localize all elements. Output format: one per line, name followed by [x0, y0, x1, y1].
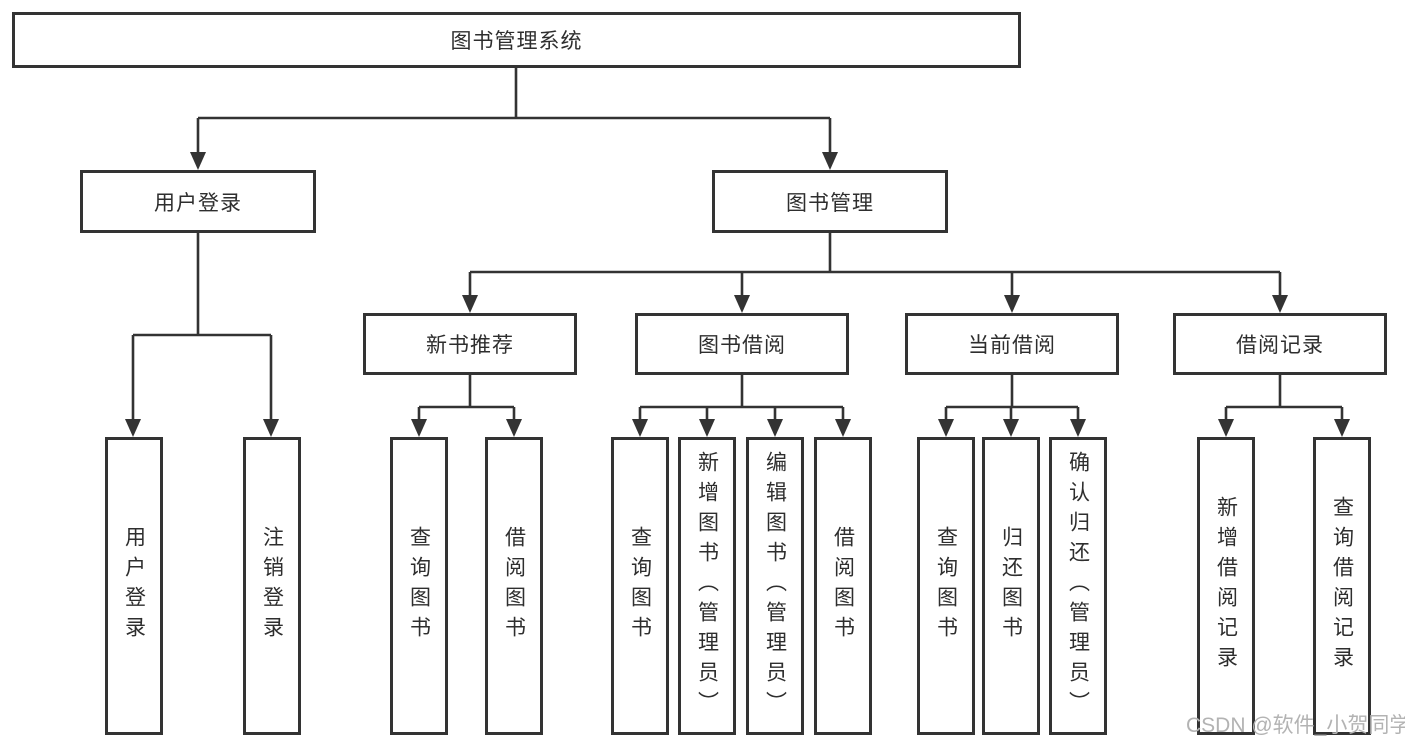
arrow-icon [699, 419, 715, 437]
node-user-login: 用户登录 [105, 437, 163, 735]
arrow-icon [938, 419, 954, 437]
arrow-icon [506, 419, 522, 437]
node-current-borrowing: 当前借阅 [905, 313, 1119, 375]
node-label: 归还图书 [999, 526, 1023, 646]
connector-lines [131, 68, 1344, 423]
arrow-icon [632, 419, 648, 437]
arrow-icon [190, 152, 206, 170]
node-label: 查询图书 [934, 526, 958, 646]
arrow-icon [1004, 295, 1020, 313]
arrow-icon [462, 295, 478, 313]
arrow-icon [1218, 419, 1234, 437]
node-borrowing-records: 借阅记录 [1173, 313, 1387, 375]
node-new-book-recommend: 新书推荐 [363, 313, 577, 375]
node-br-add-record: 新增借阅记录 [1197, 437, 1255, 735]
arrow-icon [1272, 295, 1288, 313]
node-label: 新书推荐 [426, 334, 514, 357]
node-rec-query-books: 查询图书 [390, 437, 448, 735]
node-label: 新增借阅记录 [1214, 496, 1238, 676]
node-library-management-system: 图书管理系统 [12, 12, 1021, 68]
arrow-icon [1003, 419, 1019, 437]
node-logout: 注销登录 [243, 437, 301, 735]
node-rec-borrow-books: 借阅图书 [485, 437, 543, 735]
node-label: 图书借阅 [698, 334, 786, 357]
arrow-icon [125, 419, 141, 437]
node-bb-edit-books-admin: 编辑图书（管理员） [746, 437, 804, 735]
node-label: 查询借阅记录 [1330, 496, 1354, 676]
node-cb-query-books: 查询图书 [917, 437, 975, 735]
arrow-icon [1070, 419, 1086, 437]
node-bb-borrow-books: 借阅图书 [814, 437, 872, 735]
node-label: 图书管理系统 [450, 30, 583, 53]
node-cb-return-books: 归还图书 [982, 437, 1040, 735]
node-label: 注销登录 [260, 526, 284, 646]
arrow-icon [822, 152, 838, 170]
node-book-management: 图书管理 [712, 170, 948, 233]
node-label: 确认归还（管理员） [1066, 451, 1090, 721]
node-br-query-record: 查询借阅记录 [1313, 437, 1371, 735]
node-label: 当前借阅 [968, 334, 1056, 357]
arrow-icon [734, 295, 750, 313]
arrow-icon [263, 419, 279, 437]
node-label: 用户登录 [122, 526, 146, 646]
node-label: 新增图书（管理员） [695, 451, 719, 721]
node-label: 图书管理 [786, 191, 874, 215]
node-book-borrowing: 图书借阅 [635, 313, 849, 375]
arrow-icon [1334, 419, 1350, 437]
node-bb-query-books: 查询图书 [611, 437, 669, 735]
arrow-icon [411, 419, 427, 437]
arrow-icon [767, 419, 783, 437]
node-label: 借阅图书 [502, 526, 526, 646]
arrow-icon [835, 419, 851, 437]
node-user-login-module: 用户登录 [80, 170, 316, 233]
node-label: 查询图书 [628, 526, 652, 646]
csdn-watermark: CSDN @软件_小贺同学 [1186, 714, 1405, 737]
arrowheads [125, 152, 1350, 437]
node-label: 借阅记录 [1236, 334, 1324, 357]
node-label: 用户登录 [154, 191, 242, 215]
node-label: 编辑图书（管理员） [763, 451, 787, 721]
node-bb-add-books-admin: 新增图书（管理员） [678, 437, 736, 735]
node-cb-confirm-return-admin: 确认归还（管理员） [1049, 437, 1107, 735]
node-label: 查询图书 [407, 526, 431, 646]
node-label: 借阅图书 [831, 526, 855, 646]
